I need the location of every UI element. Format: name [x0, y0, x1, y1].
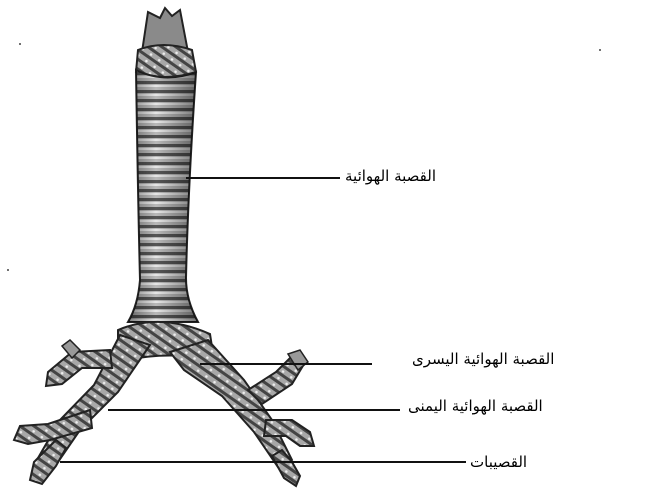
bronchus-image-right — [170, 340, 314, 486]
trachea — [128, 70, 198, 322]
label-left-bronchus: القصبة الهوائية اليسرى — [412, 350, 554, 368]
label-right-bronchus: القصبة الهوائية اليمنى — [408, 397, 543, 415]
larynx — [136, 8, 196, 77]
scan-specks — [7, 43, 601, 271]
label-bronchioles: القصيبات — [470, 453, 527, 471]
label-trachea: القصبة الهوائية — [345, 167, 436, 185]
